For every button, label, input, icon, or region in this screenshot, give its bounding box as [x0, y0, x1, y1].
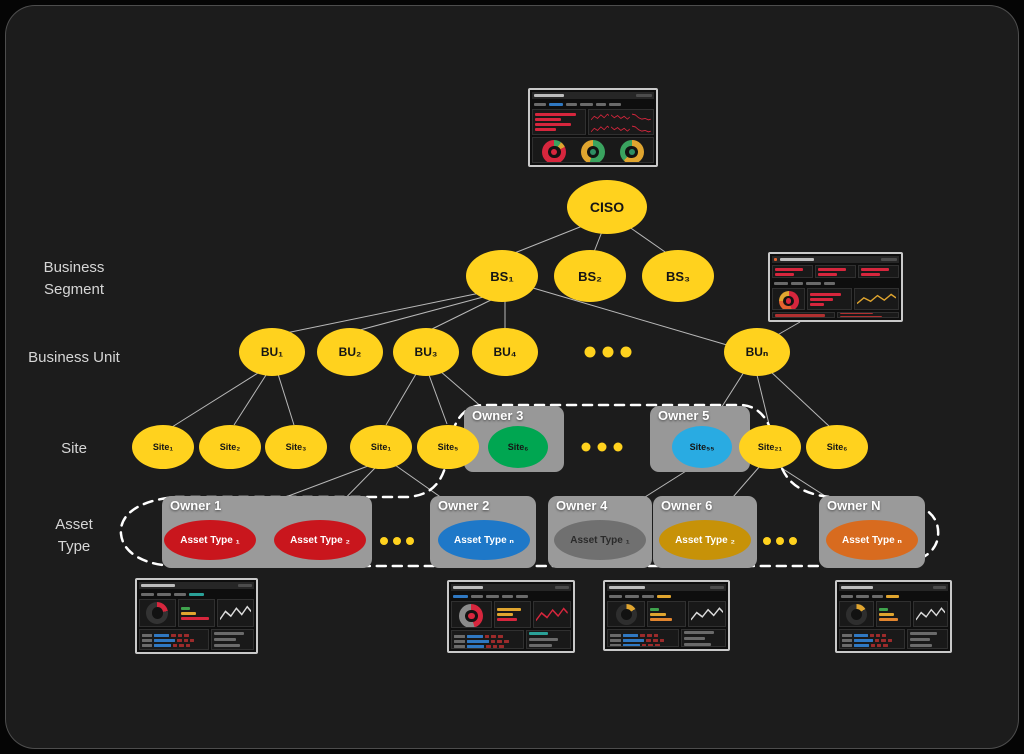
- details-panel: [525, 630, 571, 649]
- dashboard-titlebar: [839, 584, 948, 591]
- node-asset-type2-owner1: Asset Type ₂: [274, 520, 366, 560]
- node-site55-blue: Site₅₅: [672, 426, 732, 468]
- bar-chart-panel: [532, 109, 586, 135]
- details-panel: [210, 629, 254, 650]
- bar-chart-panel: [177, 599, 215, 627]
- node-site6-green: Site₆: [488, 426, 548, 468]
- node-site6-b: Site₆: [806, 425, 868, 469]
- owner6-label: Owner 6: [661, 498, 713, 513]
- findings-table-panel: [139, 629, 209, 650]
- dashboard-toolbar: [772, 280, 899, 286]
- line-chart-panel: [216, 599, 255, 627]
- row-label-business-segment: Business Segment: [43, 259, 105, 298]
- bar-chart-panel: [647, 601, 686, 627]
- node-ciso: CISO: [567, 180, 647, 234]
- owner1-label: Owner 1: [170, 498, 222, 513]
- node-asset-typen-owner2: Asset Type ₙ: [438, 520, 530, 560]
- owner4-label: Owner 4: [556, 498, 608, 513]
- bar-chart-panel: [875, 601, 911, 627]
- dashboard-toolbar: [839, 593, 948, 599]
- owner5-label: Owner 5: [658, 408, 710, 423]
- node-site1-a: Site₁: [132, 425, 194, 469]
- donut-chart-panel: [451, 601, 492, 628]
- list-panel: [836, 312, 899, 318]
- row-label-asset-type: Asset Type: [55, 516, 93, 555]
- node-bs1: BS₁: [466, 250, 538, 302]
- node-bu2: BU₂: [317, 328, 383, 376]
- node-site1-b: Site₁: [350, 425, 412, 469]
- node-site5: Site₅: [417, 425, 479, 469]
- kpi-panel: [815, 265, 856, 278]
- findings-table-panel: [839, 629, 905, 649]
- node-bs3: BS₃: [642, 250, 714, 302]
- line-chart-panel: [533, 601, 572, 628]
- findings-table-panel: [451, 630, 524, 649]
- dashboard-thumb-ownerN[interactable]: [835, 580, 952, 653]
- kpi-panel: [858, 265, 899, 278]
- ownerN-label: Owner N: [827, 498, 881, 513]
- node-site2: Site₂: [199, 425, 261, 469]
- kpi-panel: [772, 265, 813, 278]
- dashboard-titlebar: [451, 584, 571, 591]
- node-site3: Site₃: [265, 425, 327, 469]
- bar-chart-panel: [807, 288, 853, 310]
- node-bun: BUₙ: [724, 328, 790, 376]
- dashboard-tabs: [451, 593, 571, 599]
- donut-chart-panel: [139, 599, 176, 627]
- dashboard-titlebar: [139, 582, 254, 589]
- donut-charts-panel: [532, 137, 654, 163]
- dashboard-thumb-owner4[interactable]: [603, 580, 730, 651]
- node-bs2: BS₂: [554, 250, 626, 302]
- dashboard-toolbar: [607, 593, 726, 599]
- dashboard-titlebar: [532, 92, 654, 99]
- row-label-business-unit: Business Unit: [28, 349, 120, 366]
- donut-chart-panel: [772, 288, 806, 310]
- bar-chart-panel: [493, 601, 532, 628]
- owner2-label: Owner 2: [438, 498, 490, 513]
- dashboard-titlebar: [772, 256, 899, 263]
- node-asset-type1-owner4: Asset Type ₁: [554, 520, 646, 560]
- node-asset-type1-owner1: Asset Type ₁: [164, 520, 256, 560]
- sparkline-grid-panel: [587, 109, 654, 135]
- dashboard-titlebar: [607, 584, 726, 591]
- node-site21: Site₂₁: [739, 425, 801, 469]
- dashboard-tabs: [532, 101, 654, 107]
- details-panel: [681, 629, 726, 647]
- findings-table-panel: [607, 629, 680, 647]
- donut-chart-panel: [607, 601, 646, 627]
- line-chart-panel: [854, 288, 900, 310]
- ellipsis-dots: [380, 346, 797, 545]
- donut-chart-panel: [839, 601, 874, 627]
- line-chart-panel: [687, 601, 727, 627]
- line-chart-panel: [912, 601, 948, 627]
- dashboard-toolbar: [139, 591, 254, 597]
- row-label-site: Site: [61, 440, 87, 457]
- dashboard-thumb-ciso[interactable]: [528, 88, 658, 167]
- node-bu1: BU₁: [239, 328, 305, 376]
- node-bu3: BU₃: [393, 328, 459, 376]
- owner3-label: Owner 3: [472, 408, 524, 423]
- node-asset-typen-ownerN: Asset Type ₙ: [826, 520, 918, 560]
- dashboard-thumb-owner1[interactable]: [135, 578, 258, 654]
- node-asset-type2-owner6: Asset Type ₂: [659, 520, 751, 560]
- details-panel: [906, 629, 948, 649]
- list-panel: [772, 312, 835, 318]
- dashboard-thumb-owner2[interactable]: [447, 580, 575, 653]
- node-bu4: BU₄: [472, 328, 538, 376]
- dashboard-thumb-business-unit[interactable]: [768, 252, 903, 322]
